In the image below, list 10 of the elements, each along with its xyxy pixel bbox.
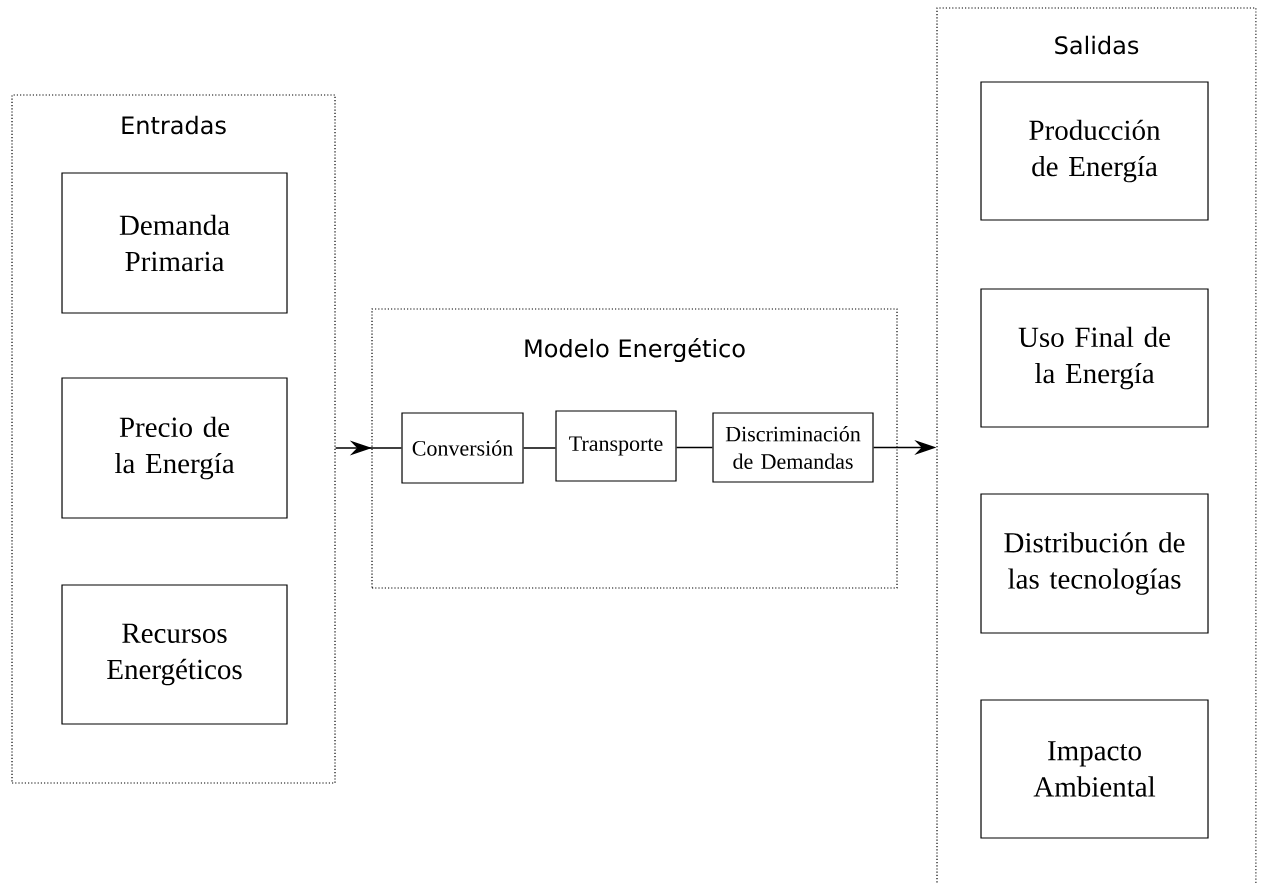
process-box: Distribución de las tecnologías <box>980 493 1209 634</box>
process-box: Recursos Energéticos <box>61 584 288 725</box>
process-box: Discriminación de Demandas <box>712 412 874 483</box>
process-box: Impacto Ambiental <box>980 699 1209 839</box>
process-box: Uso Final de la Energía <box>980 288 1209 428</box>
process-box: Conversión <box>401 412 524 484</box>
process-box: Precio de la Energía <box>61 377 288 519</box>
process-box: Transporte <box>555 410 677 482</box>
process-box: Producción de Energía <box>980 81 1209 221</box>
process-box: Demanda Primaria <box>61 172 288 314</box>
